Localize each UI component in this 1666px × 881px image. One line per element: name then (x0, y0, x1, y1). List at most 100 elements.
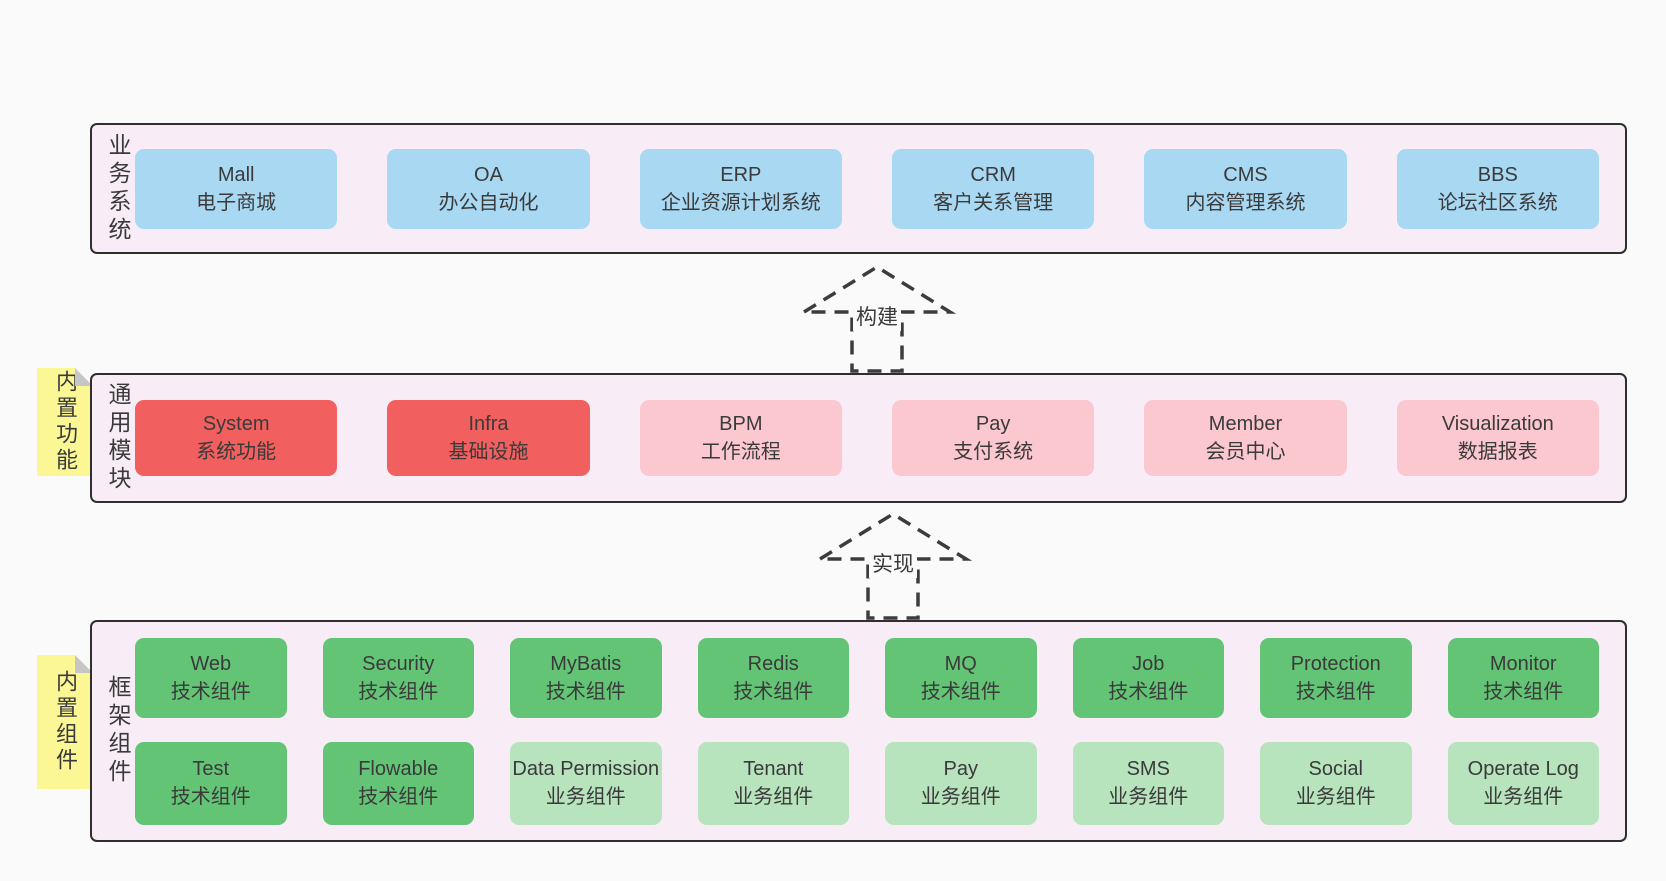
framework-components-row-1: Web 技术组件 Security 技术组件 MyBatis 技术组件 Redi… (135, 637, 1599, 718)
node-bpm: BPM 工作流程 (639, 400, 842, 476)
node-subtitle: 支付系统 (953, 441, 1034, 463)
node-title: Social (1308, 758, 1363, 780)
node-test: Test 技术组件 (135, 741, 287, 825)
node-bbs: BBS 论坛社区系统 (1396, 148, 1599, 229)
common-modules-label: 通用模块 (105, 382, 131, 494)
node-oa: OA 办公自动化 (387, 148, 590, 229)
node-title: MyBatis (550, 652, 622, 675)
node-redis: Redis 技术组件 (697, 637, 849, 718)
node-subtitle: 业务组件 (545, 786, 626, 808)
node-title: Monitor (1489, 652, 1557, 675)
node-title: System (202, 413, 270, 435)
implement-arrow-label: 实现 (869, 548, 917, 578)
node-pay-system: Pay 支付系统 (891, 400, 1095, 476)
business-systems-panel: 业务系统 Mall 电子商城 OA 办公自动化 ERP 企业资源计划系统 CRM… (90, 123, 1627, 254)
node-security: Security 技术组件 (322, 637, 474, 718)
node-cms: CMS 内容管理系统 (1144, 148, 1347, 229)
node-operate-log: Operate Log 业务组件 (1447, 741, 1599, 825)
node-subtitle: 论坛社区系统 (1437, 191, 1558, 214)
node-subtitle: 技术组件 (920, 680, 1001, 703)
node-subtitle: 技术组件 (545, 680, 626, 703)
node-flowable: Flowable 技术组件 (322, 741, 474, 825)
node-subtitle: 技术组件 (358, 786, 439, 808)
node-subtitle: 数据报表 (1457, 441, 1538, 463)
node-subtitle: 系统功能 (196, 441, 277, 463)
node-monitor: Monitor 技术组件 (1447, 637, 1599, 718)
node-title: SMS (1126, 758, 1170, 780)
node-title: Pay (975, 413, 1011, 435)
node-title: Tenant (743, 758, 804, 780)
node-title: Infra (468, 413, 509, 435)
build-arrow: 构建 (797, 261, 957, 373)
framework-components-label: 框架组件 (105, 675, 131, 787)
node-title: MQ (944, 652, 977, 675)
node-title: Data Permission (512, 758, 660, 780)
node-infra: Infra 基础设施 (387, 400, 590, 476)
node-subtitle: 业务组件 (733, 786, 814, 808)
node-title: Pay (943, 758, 978, 780)
node-title: Web (190, 652, 232, 675)
node-title: CMS (1223, 163, 1268, 186)
node-subtitle: 业务组件 (1295, 786, 1376, 808)
node-crm: CRM 客户关系管理 (891, 148, 1095, 229)
node-visualization: Visualization 数据报表 (1396, 400, 1599, 476)
node-subtitle: 技术组件 (170, 680, 251, 703)
node-subtitle: 企业资源计划系统 (660, 191, 821, 214)
sticky-note-builtin-features: 内置功能 (37, 368, 93, 476)
node-subtitle: 业务组件 (1483, 786, 1564, 808)
node-mall: Mall 电子商城 (135, 148, 338, 229)
node-sms: SMS 业务组件 (1072, 741, 1224, 825)
node-subtitle: 内容管理系统 (1185, 191, 1306, 214)
node-subtitle: 办公自动化 (438, 191, 539, 214)
node-system: System 系统功能 (135, 400, 338, 476)
up-arrow-icon (813, 511, 973, 620)
common-modules-row: System 系统功能 Infra 基础设施 BPM 工作流程 Pay 支付系统… (135, 375, 1625, 501)
node-title: Visualization (1441, 413, 1554, 435)
build-arrow-label: 构建 (853, 301, 901, 331)
node-title: OA (474, 163, 503, 186)
implement-arrow: 实现 (813, 508, 973, 620)
node-job: Job 技术组件 (1072, 637, 1224, 718)
node-social: Social 业务组件 (1260, 741, 1412, 825)
node-title: Mall (217, 163, 255, 186)
node-subtitle: 客户关系管理 (933, 191, 1054, 214)
common-modules-panel: 通用模块 System 系统功能 Infra 基础设施 BPM 工作流程 Pay… (90, 373, 1627, 503)
node-title: Security (362, 652, 435, 675)
node-title: BPM (719, 413, 763, 435)
node-web: Web 技术组件 (135, 637, 287, 718)
node-title: Job (1132, 652, 1165, 675)
node-title: Test (192, 758, 230, 780)
node-subtitle: 技术组件 (170, 786, 251, 808)
node-title: Operate Log (1467, 758, 1579, 780)
node-tenant: Tenant 业务组件 (697, 741, 849, 825)
business-systems-label: 业务系统 (105, 132, 131, 245)
node-mybatis: MyBatis 技术组件 (510, 637, 662, 718)
node-subtitle: 工作流程 (700, 441, 781, 463)
node-erp: ERP 企业资源计划系统 (639, 148, 842, 229)
node-pay-component: Pay 业务组件 (885, 741, 1037, 825)
sticky-note-text: 内置组件 (53, 670, 78, 774)
node-subtitle: 技术组件 (1295, 680, 1376, 703)
node-title: Protection (1290, 652, 1381, 675)
sticky-note-builtin-components: 内置组件 (37, 655, 93, 789)
node-subtitle: 电子商城 (196, 191, 277, 214)
node-member: Member 会员中心 (1144, 400, 1347, 476)
node-mq: MQ 技术组件 (885, 637, 1037, 718)
node-title: ERP (720, 163, 762, 186)
node-title: Flowable (358, 758, 439, 780)
node-protection: Protection 技术组件 (1260, 637, 1412, 718)
node-title: Member (1208, 413, 1283, 435)
node-data-permission: Data Permission 业务组件 (510, 741, 662, 825)
node-subtitle: 基础设施 (448, 441, 529, 463)
node-subtitle: 会员中心 (1205, 441, 1286, 463)
framework-components-row-2: Test 技术组件 Flowable 技术组件 Data Permission … (135, 741, 1599, 825)
node-title: Redis (747, 652, 799, 675)
node-title: CRM (970, 163, 1016, 186)
node-subtitle: 技术组件 (1483, 680, 1564, 703)
up-arrow-icon (797, 264, 957, 373)
framework-components-panel: 框架组件 Web 技术组件 Security 技术组件 MyBatis 技术组件… (90, 620, 1627, 842)
business-systems-row: Mall 电子商城 OA 办公自动化 ERP 企业资源计划系统 CRM 客户关系… (135, 125, 1625, 252)
node-subtitle: 技术组件 (1108, 680, 1189, 703)
framework-components-grid: Web 技术组件 Security 技术组件 MyBatis 技术组件 Redi… (135, 622, 1625, 840)
sticky-note-text: 内置功能 (53, 370, 78, 474)
